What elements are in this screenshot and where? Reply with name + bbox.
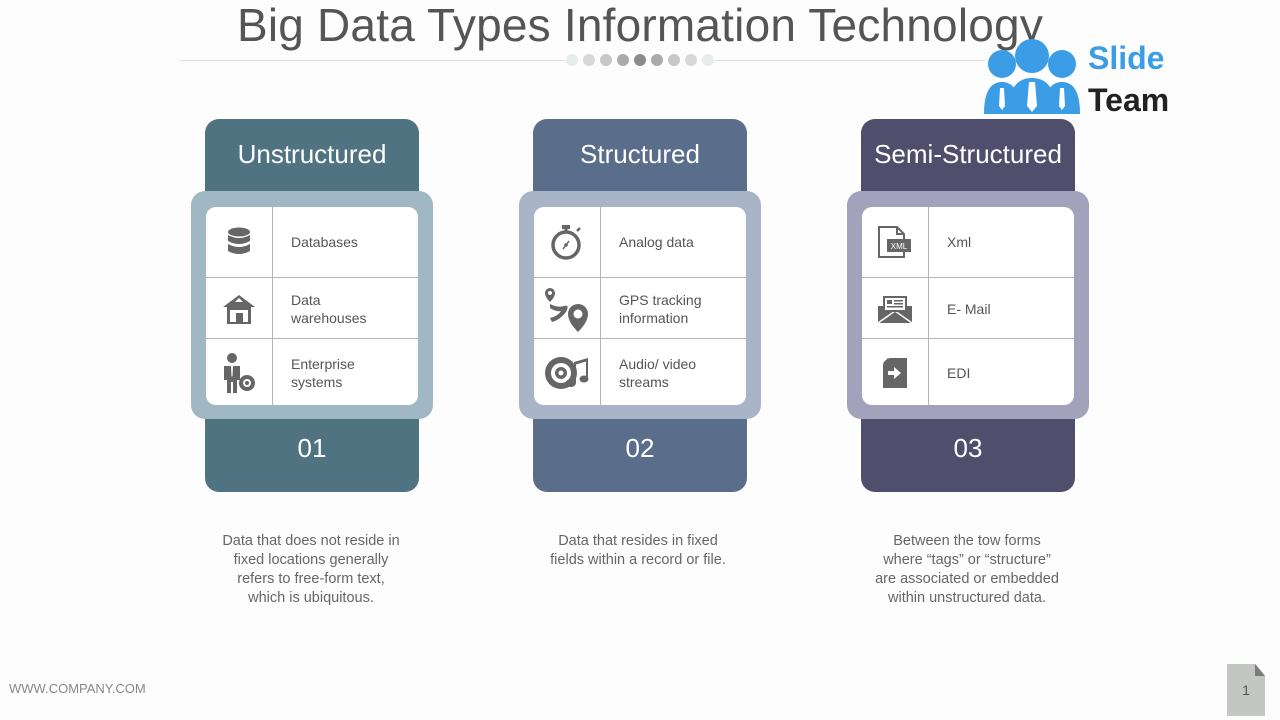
list-item: E- Mail	[862, 277, 1074, 339]
card-frame: Databases Data warehouses Enterprise sys…	[191, 191, 433, 419]
card-item-list: XML Xml E- Mail EDI	[862, 207, 1074, 405]
stopwatch-icon	[551, 225, 581, 260]
item-label: Xml	[947, 234, 972, 250]
description-unstructured: Data that does not reside in fixed locat…	[222, 533, 400, 606]
card-item-list: Databases Data warehouses Enterprise sys…	[206, 207, 418, 405]
item-label: Enterprise systems	[291, 355, 355, 390]
divider-dot	[566, 54, 578, 66]
list-item: XML Xml	[862, 207, 1074, 277]
divider-dot	[617, 54, 629, 66]
icon-cell	[534, 339, 601, 405]
icon-cell	[206, 339, 273, 405]
title-divider-left	[180, 60, 565, 61]
database-icon	[228, 227, 250, 254]
xml-file-icon: XML	[878, 226, 911, 258]
card-number: 02	[533, 409, 747, 492]
divider-dot	[685, 54, 697, 66]
icon-cell	[206, 278, 273, 339]
logo-text-slide: Slide	[1088, 40, 1165, 76]
card-frame: XML Xml E- Mail EDI	[847, 191, 1089, 419]
divider-dot	[600, 54, 612, 66]
icon-cell	[862, 278, 929, 339]
logo-text-team: Team	[1088, 82, 1170, 118]
item-label: Analog data	[619, 234, 694, 250]
description-semi-structured: Between the tow forms where “tags” or “s…	[875, 533, 1059, 606]
page-corner-fold-icon	[1255, 664, 1265, 676]
icon-cell	[862, 339, 929, 405]
card-structured: Structured 02 Analog data GPS tracking i…	[519, 119, 761, 492]
item-label: Databases	[291, 234, 358, 250]
divider-dot	[668, 54, 680, 66]
card-unstructured: Unstructured 01 Databases Data warehouse…	[191, 119, 433, 492]
footer-url: WWW.COMPANY.COM	[9, 681, 146, 696]
disc-music-icon	[545, 356, 589, 389]
divider-dot	[702, 54, 714, 66]
slide-title: Big Data Types Information Technology	[236, 0, 1044, 51]
list-item: Audio/ video streams	[534, 338, 746, 405]
icon-cell	[206, 207, 273, 277]
item-label: Data warehouses	[291, 291, 367, 326]
divider-dot	[651, 54, 663, 66]
divider-dot	[634, 54, 646, 66]
card-item-list: Analog data GPS tracking information Aud…	[534, 207, 746, 405]
slideteam-logo: Slide Team	[982, 36, 1177, 120]
icon-cell: XML	[862, 207, 929, 277]
icon-cell	[534, 278, 601, 339]
item-label: GPS tracking information	[619, 291, 702, 326]
email-envelope-icon	[877, 295, 913, 324]
list-item: GPS tracking information	[534, 277, 746, 339]
gps-route-icon	[545, 287, 588, 332]
item-label: EDI	[947, 364, 971, 381]
people-group-icon	[984, 39, 1080, 114]
svg-text:XML: XML	[891, 242, 908, 251]
card-frame: Analog data GPS tracking information Aud…	[519, 191, 761, 419]
list-item: Analog data	[534, 207, 746, 277]
divider-dots	[566, 54, 714, 66]
list-item: Data warehouses	[206, 277, 418, 339]
item-label: E- Mail	[947, 300, 991, 317]
card-number: 01	[205, 409, 419, 492]
icon-cell	[534, 207, 601, 277]
businessman-gear-icon	[224, 352, 255, 393]
title-divider-right	[715, 60, 985, 61]
file-arrow-icon	[883, 357, 907, 388]
list-item: Enterprise systems	[206, 338, 418, 405]
card-semi-structured: Semi-Structured 03 XML Xml E- Mail EDI	[847, 119, 1089, 492]
description-structured: Data that resides in fixed fields within…	[550, 533, 726, 568]
warehouse-icon	[223, 294, 255, 324]
list-item: EDI	[862, 338, 1074, 405]
card-number: 03	[861, 409, 1075, 492]
item-label: Audio/ video streams	[619, 355, 697, 390]
list-item: Databases	[206, 207, 418, 277]
divider-dot	[583, 54, 595, 66]
